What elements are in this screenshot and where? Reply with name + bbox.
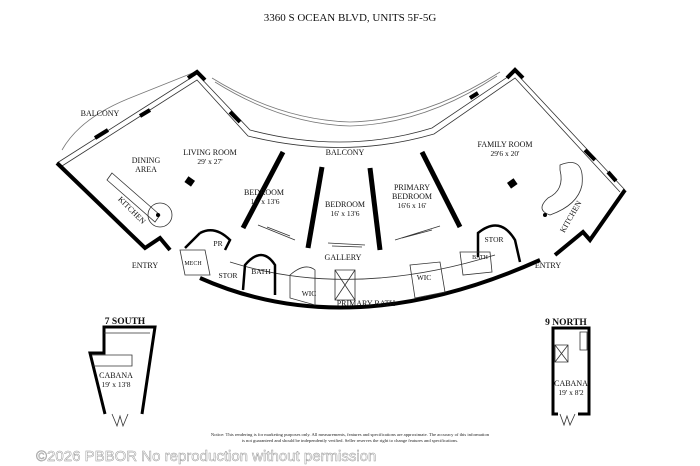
bath-right-label: BATH [472,255,488,261]
column-right [507,178,518,189]
stor-right-wall [476,224,522,263]
plan-title: 3360 S OCEAN BLVD, UNITS 5F-5G [264,12,437,24]
entry-left-label: ENTRY [132,261,158,270]
bottom-arc-wall [199,258,541,310]
pr-wall [184,228,232,251]
wic-left-label: WIC [302,289,317,298]
cabana-south-label: CABANA [99,371,133,380]
kitchen-right-label: KITCHEN [558,199,583,234]
primary-bedroom-label-1: PRIMARY [394,183,430,192]
cabana-north-shower [554,331,588,363]
balcony-center-label: BALCONY [326,148,365,157]
closet-doors [257,224,441,248]
cabana-north-door-icon [559,413,576,427]
bedroom-wall-4 [419,150,463,229]
primary-bath-shower [334,269,356,301]
notice-line-1: Notice: This rendering is for marketing … [211,432,490,438]
cabana-north-wall [551,326,591,416]
dining-label-1: DINING [132,156,161,165]
bedroom-1-label: BEDROOM [244,188,284,197]
bedroom-2-size: 16' x 13'6 [331,209,360,218]
bedroom-1-size: 16' x 13'6 [251,197,280,206]
corner-left [186,69,207,82]
primary-bath-label: PRIMARY BATH [337,299,396,308]
mech-label: MECH [184,261,202,267]
bedroom-wall-2 [305,166,325,249]
family-room-label: FAMILY ROOM [478,140,533,149]
cabana-south-heading: 7 SOUTH [105,317,146,327]
window-wall-left [56,71,626,191]
balcony-left-label: BALCONY [81,109,120,118]
bath-left-label: BATH [251,267,271,276]
cabana-south-wall [88,325,157,415]
notice-line-2: is not guaranteed and should be independ… [242,438,458,443]
dining-label-2: AREA [135,165,157,174]
corner-right [505,67,525,80]
primary-bedroom-size: 16'6 x 16' [398,201,428,210]
wall-segments-left [93,108,242,140]
kitchen-right-island [541,162,583,216]
wic-right-label: WIC [417,273,432,282]
living-room-size: 29' x 27' [197,157,223,166]
sink-icon [156,213,160,217]
mech-room [179,249,211,276]
family-room-size: 29'6 x 20' [491,149,521,158]
stor-left-label: STOR [218,271,237,280]
cabana-north-size: 19' x 8'2 [558,388,583,397]
gallery-arc-inner [229,254,496,280]
balcony-railing-center-inner [214,75,498,127]
entry-right-label: ENTRY [535,261,561,270]
bedroom-2-label: BEDROOM [325,200,365,209]
primary-bedroom-label-2: BEDROOM [392,192,432,201]
sink-icon [543,213,547,217]
wic-left [289,266,316,306]
wall-segments-right [468,91,618,183]
kitchen-left-label: KITCHEN [116,195,147,226]
cabana-north-heading: 9 NORTH [545,318,587,328]
stor-right-label: STOR [484,235,503,244]
wic-right [409,261,446,299]
kitchen-left-bar-round [147,202,173,228]
balcony-railing-center [211,71,501,123]
living-room-label: LIVING ROOM [183,148,237,157]
kitchen-left-wall [55,161,172,252]
kitchen-left-island [106,172,161,223]
bath-right [459,251,493,276]
window-wall-left-inner [61,77,621,193]
cabana-south-door-icon [111,413,129,428]
kitchen-right-wall [553,188,627,257]
copyright-watermark: ©2026 PBBOR No reproduction without perm… [36,448,376,465]
bedroom-wall-1 [240,150,286,230]
column-left [184,176,195,187]
cabana-south-size: 19' x 13'8 [102,380,131,389]
bedroom-wall-3 [367,167,383,251]
bath-left-wall [241,253,277,295]
balcony-railing-left [61,71,196,151]
pr-label: PR [213,239,222,248]
cabana-south-counter [92,332,150,367]
cabana-north-label: CABANA [554,379,588,388]
gallery-label: GALLERY [325,253,362,262]
